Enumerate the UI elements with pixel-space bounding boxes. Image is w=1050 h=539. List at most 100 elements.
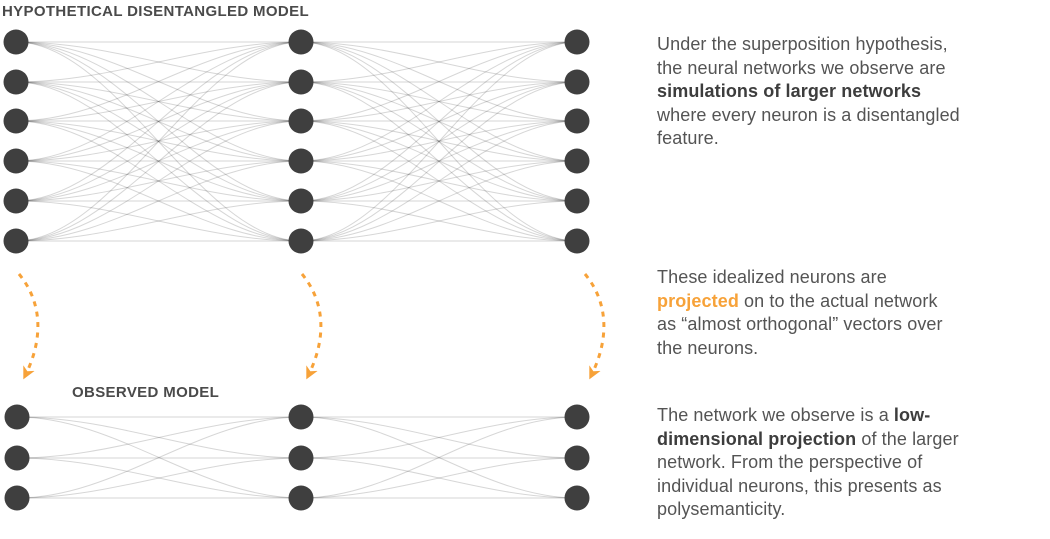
hypothetical-disentangled-model-edge (300, 41, 578, 83)
hypothetical-disentangled-model-edge (300, 160, 578, 202)
body-text: The network we observe is a (657, 405, 894, 425)
paragraph-observed: The network we observe is a low-dimensio… (657, 404, 959, 522)
paragraph-superposition: Under the superposition hypothesis, the n… (657, 33, 960, 151)
observed-model-neuron-node (564, 445, 590, 471)
hypothetical-disentangled-model-edge (15, 81, 302, 242)
hypothetical-disentangled-model-edge (15, 41, 302, 202)
hypothetical-disentangled-model-edge (15, 120, 302, 202)
hypothetical-disentangled-model-edge (300, 41, 578, 162)
hypothetical-disentangled-model-edge (300, 120, 578, 202)
hypothetical-disentangled-model-edge (300, 120, 578, 202)
bold-text: dimensional projection (657, 428, 857, 449)
observed-model-edge (16, 457, 302, 499)
hypothetical-disentangled-model-edge (15, 81, 302, 242)
text-line: polysemanticity. (657, 498, 959, 522)
hypothetical-disentangled-model-neuron-node (564, 228, 590, 254)
hypothetical-disentangled-model-edge (15, 41, 302, 242)
hypothetical-disentangled-model-edge (300, 160, 578, 242)
hypothetical-disentangled-model-neuron-node (288, 108, 314, 134)
body-text: on to the actual network (738, 290, 938, 311)
hypothetical-disentangled-model-neuron-node (564, 69, 590, 95)
hypothetical-disentangled-model-edge (15, 160, 302, 242)
observed-model-neuron-node (288, 485, 314, 511)
hypothetical-disentangled-model-edge (300, 81, 578, 162)
body-text: the neural networks we observe are (657, 57, 946, 78)
hypothetical-disentangled-model-neuron-node (288, 188, 314, 214)
observed-model-edge (300, 416, 578, 499)
hypothetical-disentangled-model-edge (15, 41, 302, 83)
text-line: the neurons. (657, 337, 943, 361)
observed-model-edge (16, 416, 302, 459)
hypothetical-disentangled-model-edge (300, 160, 578, 242)
body-text: Under the superposition hypothesis, (657, 34, 948, 54)
hypothetical-disentangled-model-edge (15, 41, 302, 122)
projection-arrow-icon (17, 273, 40, 380)
hypothetical-disentangled-model-edge (15, 120, 302, 162)
observed-model-neuron-node (4, 404, 30, 430)
hypothetical-disentangled-model-edge (15, 81, 302, 202)
hypothetical-disentangled-model-edge (300, 81, 578, 242)
hypothetical-disentangled-model-edge (300, 41, 578, 202)
hypothetical-disentangled-model-edge (300, 81, 578, 162)
hypothetical-disentangled-model-neuron-node (288, 148, 314, 174)
text-line: The network we observe is a low- (657, 404, 959, 428)
hypothetical-disentangled-model-neuron-node (564, 148, 590, 174)
hypothetical-disentangled-model-edge (300, 200, 578, 242)
projection-arrow-icon (583, 273, 606, 380)
hypothetical-disentangled-model-neuron-node (288, 69, 314, 95)
projection-arrow-icon (300, 273, 323, 380)
hypothetical-disentangled-model-edge (15, 81, 302, 122)
observed-model-neuron-node (288, 445, 314, 471)
hypothetical-disentangled-model-edge (300, 200, 578, 242)
hypothetical-disentangled-model-edge (15, 41, 302, 162)
text-line: where every neuron is a disentangled (657, 104, 960, 128)
hypothetical-disentangled-model-edge (300, 81, 578, 242)
hypothetical-disentangled-model-edge (300, 120, 578, 162)
hypothetical-disentangled-model-edge (300, 81, 578, 202)
hypothetical-disentangled-model-edge (15, 200, 302, 242)
observed-model-edge (300, 457, 578, 499)
body-text: the neurons. (657, 337, 759, 358)
observed-model-neuron-node (564, 404, 590, 430)
hypothetical-disentangled-model-neuron-node (288, 228, 314, 254)
hypothetical-disentangled-model-neuron-node (3, 188, 29, 214)
hypothetical-disentangled-model-edge (300, 41, 578, 162)
hypothetical-disentangled-model-neuron-node (3, 228, 29, 254)
hypothetical-disentangled-model-edge (15, 41, 302, 162)
hypothetical-disentangled-model-edge (300, 41, 578, 242)
text-line: the neural networks we observe are (657, 57, 960, 81)
hypothetical-disentangled-model-edge (15, 81, 302, 162)
hypothetical-disentangled-model-edge (15, 120, 302, 242)
hypothetical-disentangled-model-neuron-node (3, 108, 29, 134)
observed-model-edge (300, 416, 578, 459)
text-line: projected on to the actual network (657, 290, 943, 314)
observed-model-edge (16, 416, 302, 459)
observed-model-edge (16, 457, 302, 499)
observed-model-neuron-node (4, 485, 30, 511)
hypothetical-disentangled-model-edge (15, 160, 302, 242)
hypothetical-disentangled-model-edge (15, 81, 302, 162)
body-text: polysemanticity. (657, 499, 786, 520)
observed-model-edge (300, 416, 578, 499)
observed-model-edge (16, 416, 302, 499)
hypothetical-disentangled-model-edge (15, 160, 302, 202)
hypothetical-disentangled-model-neuron-node (564, 108, 590, 134)
hypothetical-disentangled-model-neuron-node (288, 29, 314, 55)
bold-text: low- (893, 405, 931, 425)
hypothetical-disentangled-model-edge (15, 41, 302, 122)
hypothetical-disentangled-model-neuron-node (564, 188, 590, 214)
text-line: dimensional projection of the larger (657, 428, 959, 452)
hypothetical-disentangled-model-edge (15, 41, 302, 202)
body-text: network. From the perspective of (657, 452, 923, 473)
body-text: feature. (657, 128, 719, 149)
hypothetical-disentangled-model-edge (300, 41, 578, 122)
body-text: of the larger (856, 428, 959, 449)
hypothetical-disentangled-model-edge (15, 120, 302, 242)
hypothetical-disentangled-model-edge (15, 81, 302, 122)
hypothetical-disentangled-model-edge (15, 160, 302, 202)
hypothetical-disentangled-model-edge (300, 41, 578, 242)
text-line: feature. (657, 127, 960, 151)
hypothetical-disentangled-model-edge (300, 120, 578, 162)
hypothetical-disentangled-model-edge (15, 200, 302, 242)
